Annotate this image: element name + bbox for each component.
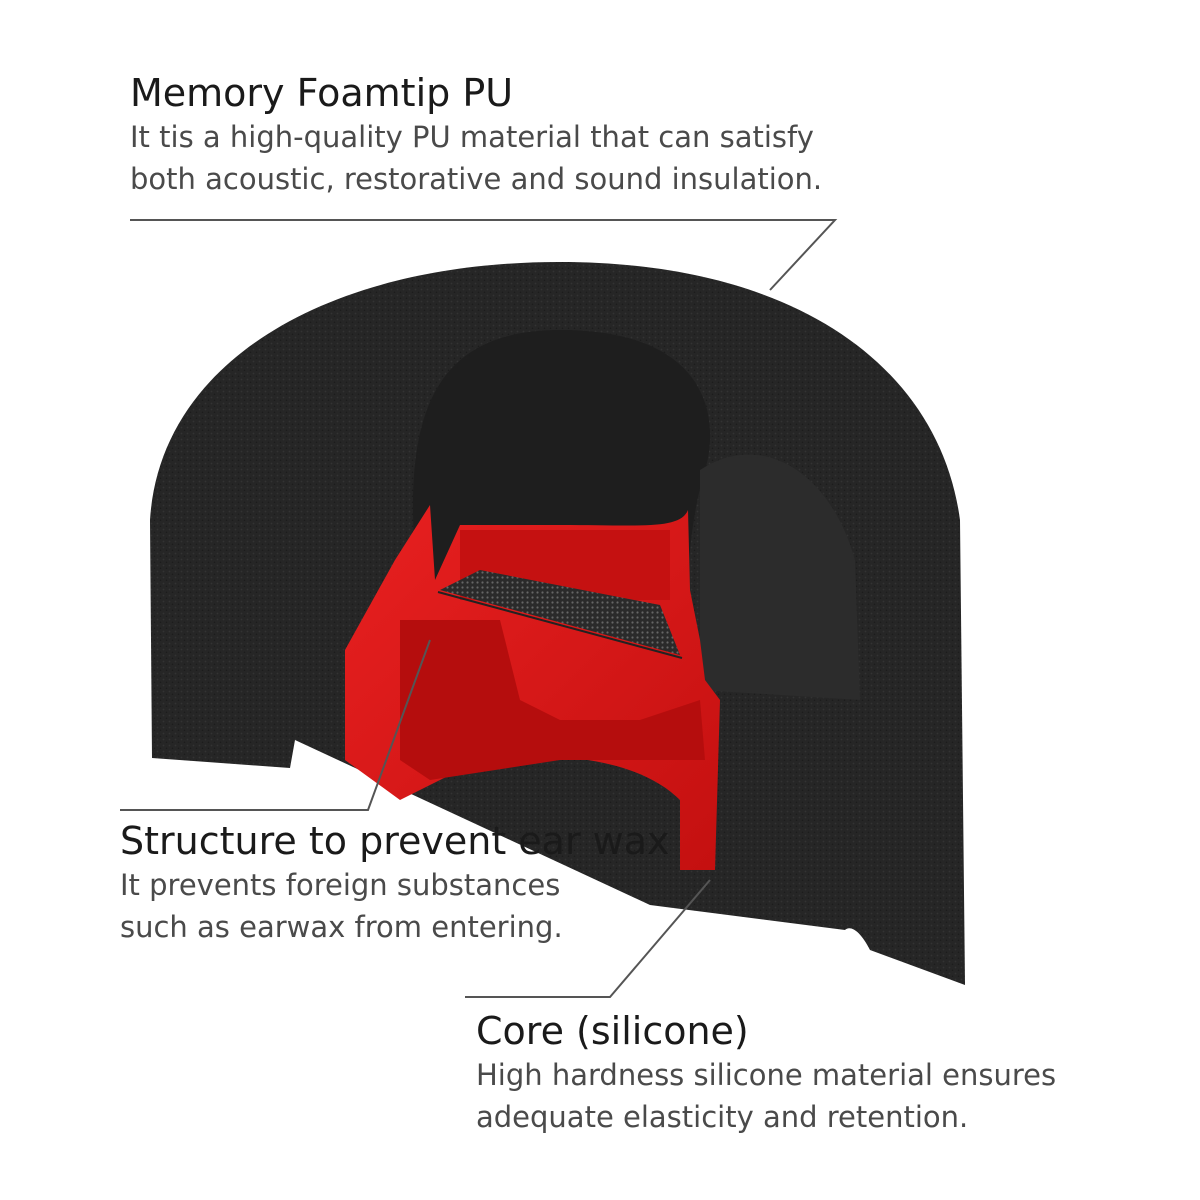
callout-desc-line: High hardness silicone material ensures <box>476 1058 1057 1092</box>
callout-desc-line: both acoustic, restorative and sound ins… <box>130 162 823 196</box>
core-groove <box>400 620 705 780</box>
callout-silicone-core: Core (silicone) High hardness silicone m… <box>476 1008 1056 1138</box>
callout-desc-line: adequate elasticity and retention. <box>476 1100 969 1134</box>
leader-line-foam <box>130 219 838 291</box>
callout-title: Memory Foamtip PU <box>130 71 514 115</box>
callout-memory-foam: Memory Foamtip PU It tis a high-quality … <box>130 70 822 200</box>
wax-filter-edge <box>437 591 683 659</box>
callout-desc-line: such as earwax from entering. <box>120 910 563 944</box>
callout-title: Structure to prevent ear wax <box>120 819 670 863</box>
callout-title: Core (silicone) <box>476 1009 749 1053</box>
callout-desc-line: It prevents foreign substances <box>120 868 561 902</box>
wax-filter-mesh <box>440 570 680 655</box>
leader-line-core <box>465 879 711 998</box>
foam-inner-ridge <box>700 454 860 700</box>
callout-ear-wax-structure: Structure to prevent ear wax It prevents… <box>120 818 670 948</box>
callout-desc-line: It tis a high-quality PU material that c… <box>130 120 814 154</box>
leader-line-wax <box>120 639 431 811</box>
